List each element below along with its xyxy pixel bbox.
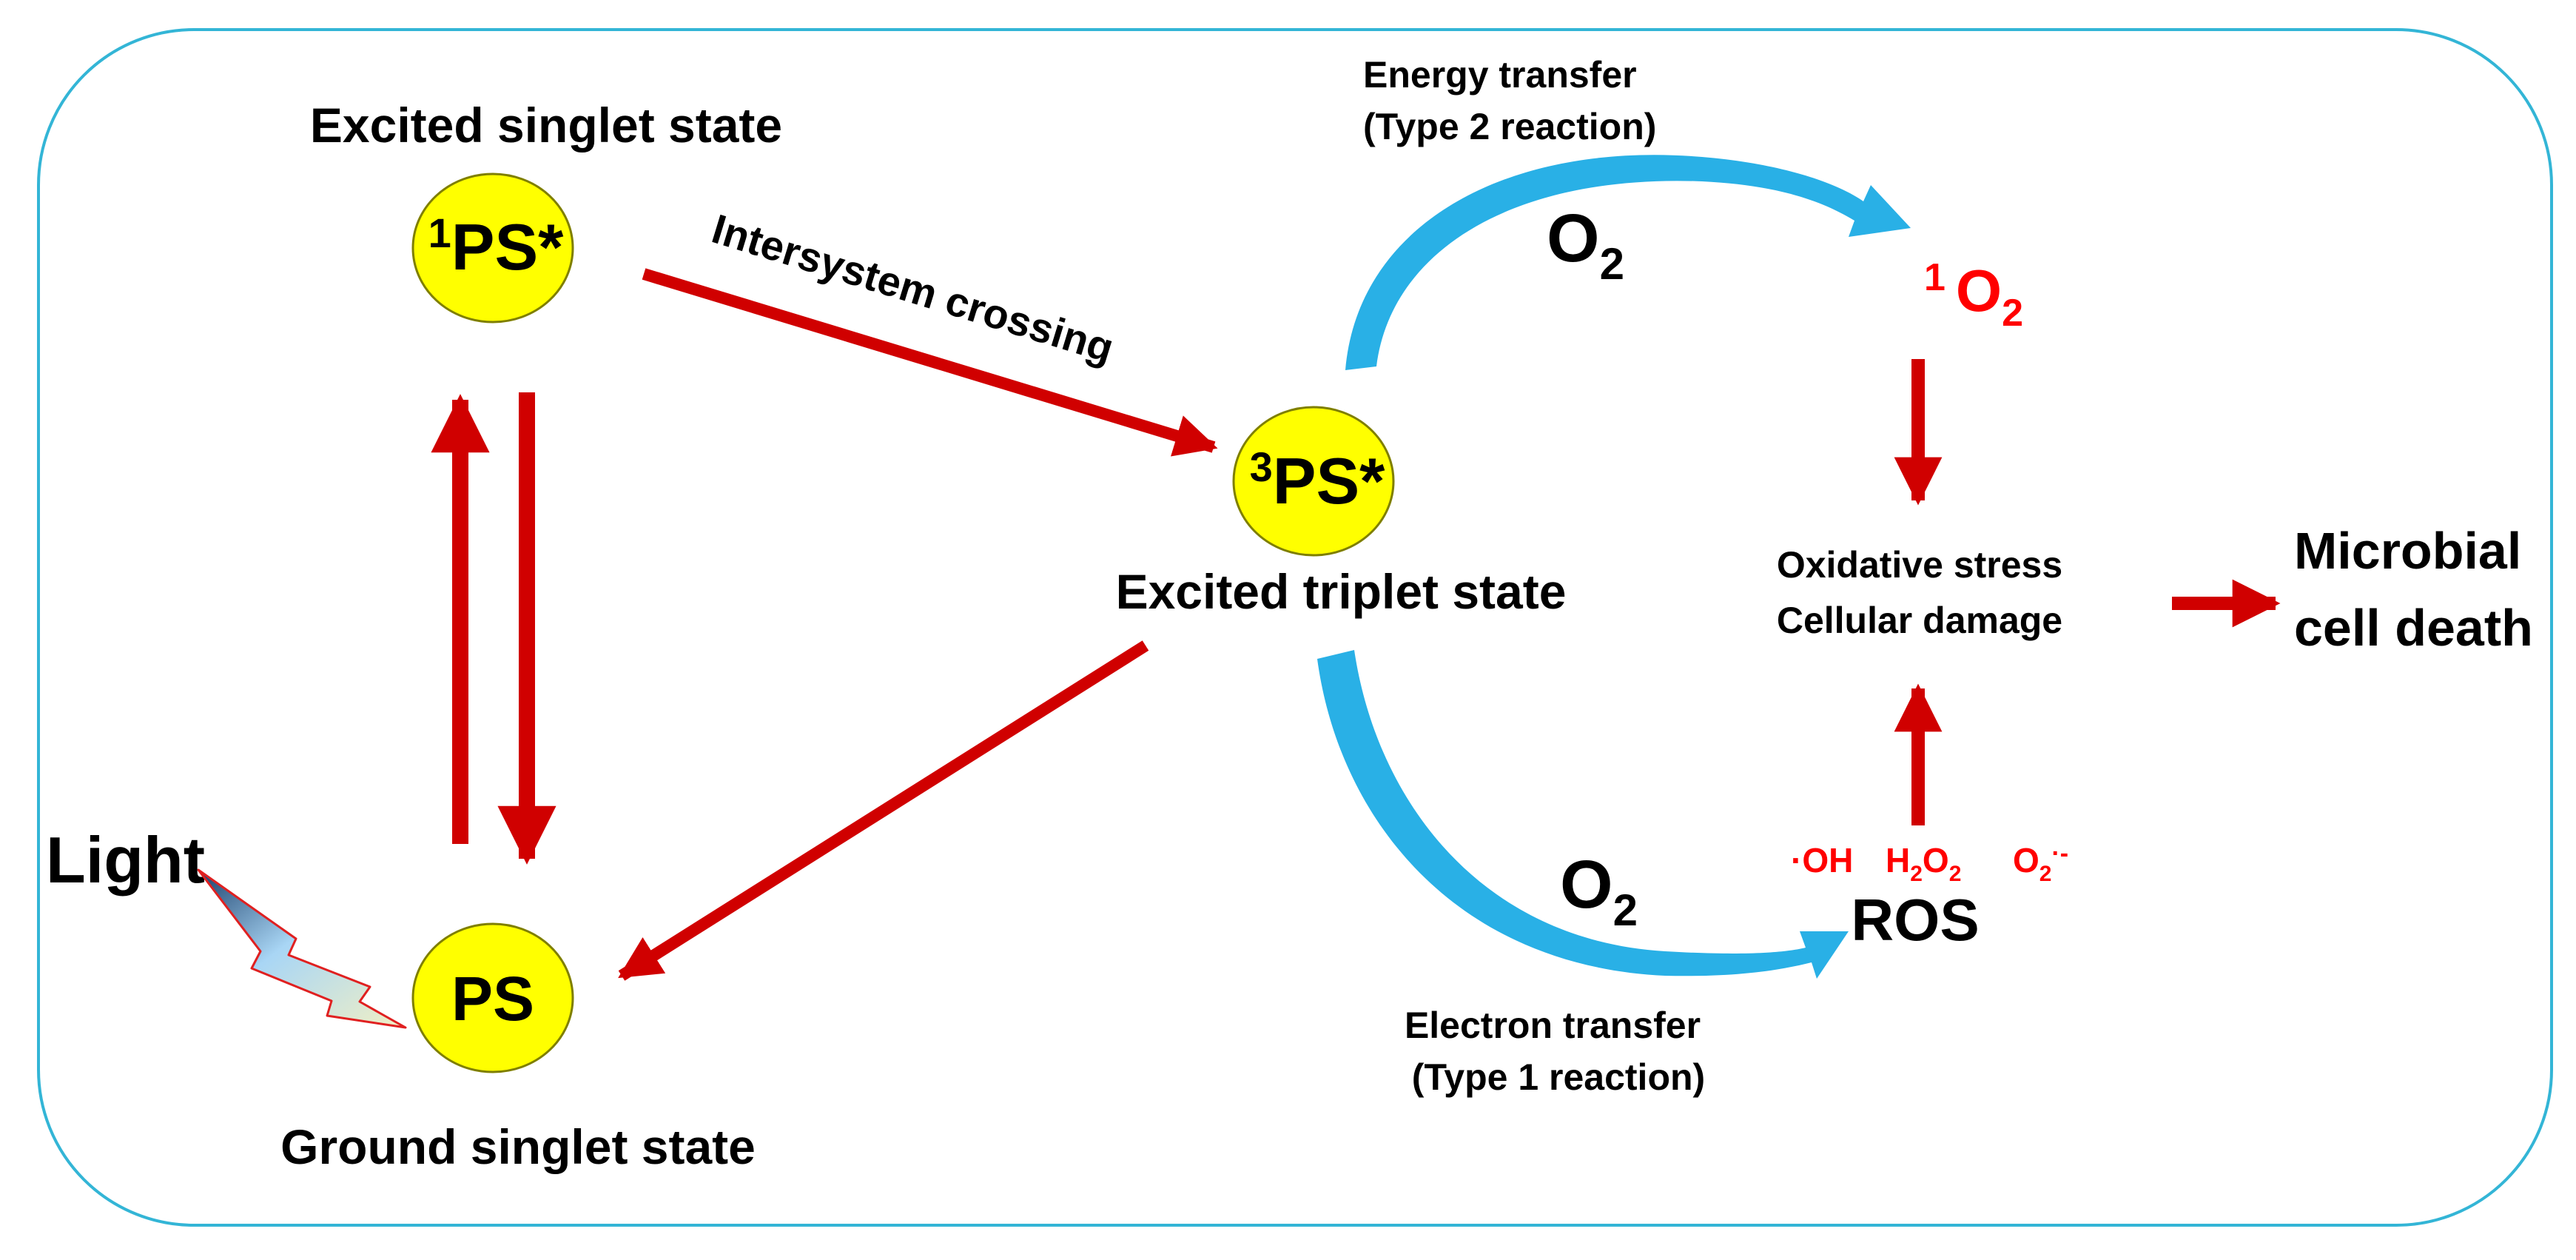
intersystem-crossing-arrow	[642, 268, 1218, 457]
type1-o2-subscript: 2	[1613, 885, 1638, 935]
intersystem-crossing-label: Intersystem crossing	[707, 205, 1119, 372]
ground-symbol: PS	[451, 964, 534, 1033]
cell-death-label: cell death	[2294, 599, 2533, 657]
oxidative-stress-label: Oxidative stress	[1777, 544, 2062, 586]
type2-o2-reactant: O	[1547, 201, 1600, 276]
singlet-symbol: PS*	[451, 210, 564, 284]
light-label: Light	[46, 823, 205, 897]
diagram-frame	[37, 28, 2553, 1227]
type2-curve-arrow	[1345, 155, 1911, 370]
singlet-superscript: 1	[428, 210, 451, 256]
excited-triplet-label: Excited triplet state	[1116, 564, 1567, 619]
svg-text:O2: O2	[1560, 847, 1638, 935]
svg-text:1O2: 1O2	[1924, 256, 2023, 335]
singlet-oxygen-superscript: 1	[1924, 256, 1946, 299]
svg-text:O2: O2	[1547, 201, 1624, 289]
superoxide-charge: ·-	[2051, 840, 2068, 868]
peroxide-o: O	[1923, 841, 1949, 879]
svg-text:H2O2: H2O2	[1886, 841, 1961, 886]
type2-o2-subscript: 2	[1600, 239, 1624, 289]
peroxide-h: H	[1886, 841, 1910, 879]
ros-label: ROS	[1851, 887, 1979, 953]
superoxide-o: O	[2013, 841, 2039, 879]
triplet-symbol: PS*	[1273, 444, 1385, 517]
type1-o2-reactant: O	[1560, 847, 1613, 922]
superoxide-subscript: 2	[2039, 862, 2052, 886]
triplet-superscript: 3	[1250, 443, 1273, 490]
svg-text:1PS*: 1PS*	[428, 210, 565, 284]
ground-singlet-label: Ground singlet state	[280, 1119, 756, 1174]
triplet-ps-node: 3PS*	[1232, 406, 1395, 557]
peroxide-h-subscript: 2	[1910, 862, 1923, 886]
singlet-oxygen-symbol: O	[1956, 258, 2002, 324]
svg-text:3PS*: 3PS*	[1250, 443, 1386, 517]
svg-text:O2·-: O2·-	[2013, 840, 2068, 886]
cellular-damage-label: Cellular damage	[1777, 600, 2062, 641]
type2-reaction-label: (Type 2 reaction)	[1363, 106, 1656, 147]
ground-ps-node: PS	[411, 922, 574, 1073]
excited-singlet-label: Excited singlet state	[310, 98, 782, 153]
hydroxyl-radical: ·OH	[1791, 841, 1853, 879]
microbial-label: Microbial	[2294, 522, 2521, 580]
singlet-ps-node: 1PS*	[411, 172, 574, 324]
electron-transfer-label: Electron transfer	[1405, 1005, 1701, 1046]
triplet-decay-arrow	[618, 640, 1149, 981]
peroxide-o-subscript: 2	[1949, 862, 1962, 886]
lightning-bolt-icon	[197, 868, 407, 1029]
singlet-oxygen-subscript: 2	[2002, 292, 2023, 335]
energy-transfer-label: Energy transfer	[1363, 54, 1637, 95]
type1-reaction-label: (Type 1 reaction)	[1412, 1056, 1705, 1098]
type1-curve-arrow	[1317, 650, 1849, 979]
